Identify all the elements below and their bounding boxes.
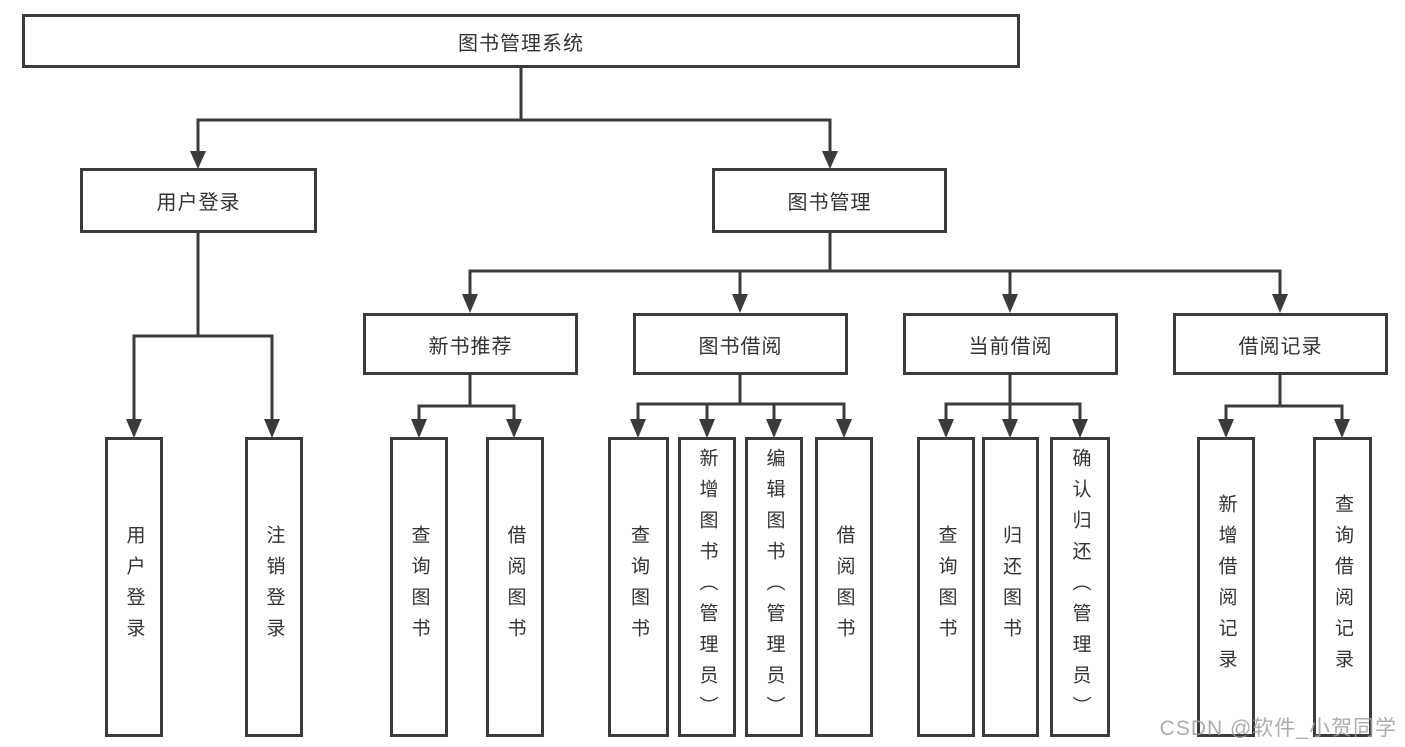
node-book-management-label: 图书管理 (787, 192, 872, 214)
connector-new-book (411, 373, 522, 438)
connector-borrow-records (1218, 373, 1350, 438)
leaf-borrow-books-1: 借阅图书 (486, 437, 544, 737)
leaf-user-login-label: 用户登录 (123, 525, 145, 649)
leaf-query-borrow-record: 查询借阅记录 (1313, 437, 1372, 737)
leaf-user-login: 用户登录 (105, 437, 163, 737)
leaf-return-books-label: 归还图书 (1000, 525, 1021, 649)
node-book-management: 图书管理 (712, 168, 947, 233)
leaf-logout: 注销登录 (245, 437, 303, 737)
connector-book-management (462, 231, 1288, 313)
leaf-query-borrow-record-label: 查询借阅记录 (1332, 494, 1353, 680)
leaf-query-books-1-label: 查询图书 (408, 525, 430, 649)
node-root-label: 图书管理系统 (458, 32, 584, 55)
node-book-borrowing: 图书借阅 (633, 313, 848, 375)
leaf-query-books-3: 查询图书 (917, 437, 975, 737)
leaf-confirm-return-admin-label: 确认归还（管理员） (1069, 447, 1091, 727)
node-root: 图书管理系统 (22, 14, 1020, 68)
leaf-query-books-2: 查询图书 (608, 437, 669, 737)
leaf-edit-books-admin: 编辑图书（管理员） (745, 437, 803, 737)
leaf-query-books-3-label: 查询图书 (935, 525, 957, 649)
connector-book-borrow (630, 373, 852, 438)
node-borrowing-records-label: 借阅记录 (1238, 335, 1323, 358)
node-current-borrowing-label: 当前借阅 (968, 335, 1053, 358)
node-new-book-recommend: 新书推荐 (363, 313, 578, 375)
leaf-edit-books-admin-label: 编辑图书（管理员） (763, 447, 785, 727)
leaf-add-borrow-record-label: 新增借阅记录 (1215, 494, 1237, 680)
connector-user-login (126, 231, 280, 438)
node-user-login-label: 用户登录 (156, 192, 241, 214)
leaf-query-books-2-label: 查询图书 (628, 525, 649, 649)
leaf-return-books: 归还图书 (982, 437, 1039, 737)
leaf-add-books-admin: 新增图书（管理员） (678, 437, 736, 737)
connector-current-borrow (938, 373, 1088, 438)
leaf-borrow-books-2: 借阅图书 (815, 437, 873, 737)
node-book-borrowing-label: 图书借阅 (698, 335, 783, 358)
leaf-borrow-books-2-label: 借阅图书 (833, 525, 855, 649)
leaf-confirm-return-admin: 确认归还（管理员） (1050, 437, 1110, 737)
connector-root (190, 68, 838, 169)
node-current-borrowing: 当前借阅 (903, 313, 1118, 375)
leaf-borrow-books-1-label: 借阅图书 (504, 525, 526, 649)
leaf-logout-label: 注销登录 (263, 525, 285, 649)
node-new-book-recommend-label: 新书推荐 (428, 335, 513, 358)
leaf-query-books-1: 查询图书 (390, 437, 448, 737)
node-user-login: 用户登录 (80, 168, 317, 233)
csdn-watermark: CSDN @软件_小贺同学 (1159, 717, 1397, 740)
leaf-add-borrow-record: 新增借阅记录 (1197, 437, 1255, 737)
node-borrowing-records: 借阅记录 (1173, 313, 1388, 375)
leaf-add-books-admin-label: 新增图书（管理员） (696, 447, 718, 727)
